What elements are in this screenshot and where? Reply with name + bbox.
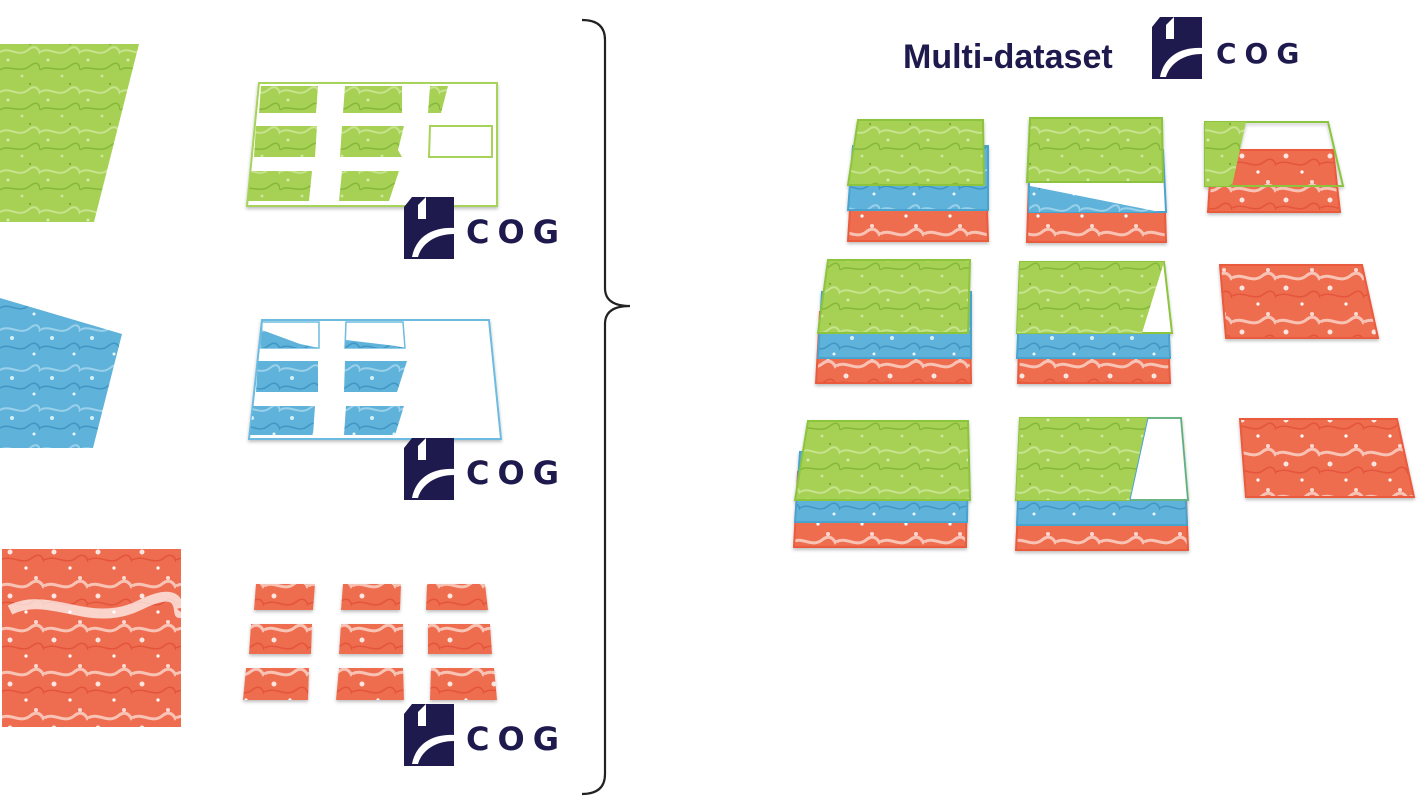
cog-logo-text: COG	[466, 213, 567, 251]
source-raster-blue	[0, 298, 122, 448]
stack-r1-c1	[846, 119, 990, 242]
tiled-cog-red	[243, 584, 497, 700]
stack-r3-c1	[792, 420, 972, 548]
cog-logo-text: COG	[466, 720, 567, 758]
stack-r2-c2	[1015, 261, 1174, 384]
stack-r2-c3	[1218, 264, 1380, 339]
cog-logo-blue: COG	[404, 438, 567, 500]
stack-r2-c1	[814, 259, 973, 384]
cog-logo-green: COG	[404, 197, 567, 259]
cog-logo-red: COG	[404, 704, 567, 766]
stack-r3-c3	[1238, 418, 1416, 498]
cog-file-icon	[404, 438, 454, 500]
cog-logo-text: COG	[466, 454, 567, 492]
stack-r1-c2	[1025, 117, 1168, 243]
cog-file-icon	[1152, 17, 1202, 79]
grouping-bracket	[581, 18, 631, 796]
source-raster-red	[2, 549, 185, 727]
cog-file-icon	[404, 197, 454, 259]
multi-dataset-title: Multi-dataset	[903, 38, 1113, 76]
source-raster-green	[0, 44, 139, 222]
tiled-cog-green	[245, 82, 498, 207]
stack-r3-c2	[1014, 417, 1190, 551]
cog-file-icon	[404, 704, 454, 766]
tiled-cog-blue	[247, 319, 503, 440]
multi-dataset-header: Multi-dataset COG	[903, 17, 1307, 79]
stack-r1-c3	[1204, 121, 1345, 213]
cog-logo-text: COG	[1216, 37, 1307, 70]
